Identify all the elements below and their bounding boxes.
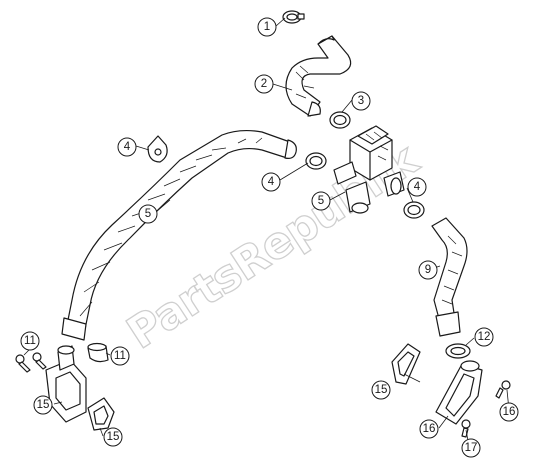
screw-right-b — [461, 419, 471, 438]
callout-12-label: 9 — [425, 264, 431, 276]
callout-17: 4 — [117, 137, 137, 157]
screw-left-a — [15, 354, 31, 373]
callout-11-right-label: 16 — [423, 423, 436, 435]
callout-15-left: 11 — [20, 331, 40, 351]
callout-15-right-label: 16 — [503, 406, 516, 418]
gasket-left — [87, 397, 115, 431]
callout-4-middle: 4 — [261, 172, 281, 192]
clip — [147, 135, 168, 163]
callout-5-right: 12 — [474, 327, 494, 347]
callout-3-label: 2 — [261, 78, 267, 90]
air-valve — [333, 125, 405, 214]
callout-9-label: 5 — [145, 208, 151, 220]
callout-4-right-label: 4 — [414, 181, 421, 193]
callout-11-left: 15 — [33, 395, 53, 415]
callout-17-label: 4 — [124, 141, 131, 153]
callout-1: 5 — [311, 191, 331, 211]
callout-16-right: 15 — [371, 380, 391, 400]
clamp-top — [282, 10, 305, 24]
callout-3: 2 — [254, 74, 274, 94]
clamp-upper — [329, 111, 351, 129]
callout-4-right: 4 — [407, 177, 427, 197]
callout-2-label: 1 — [264, 21, 270, 33]
callout-16-left-label: 15 — [107, 431, 120, 443]
callout-5-left-label: 11 — [114, 350, 126, 362]
screw-left-b — [32, 352, 47, 370]
screw-right-a — [495, 380, 511, 399]
hose-top — [285, 35, 352, 117]
flange-right — [435, 360, 483, 425]
callout-16-left: 15 — [103, 427, 123, 447]
sleeve-right — [445, 343, 471, 359]
callout-1-label: 5 — [318, 195, 324, 207]
callout-11-right: 16 — [419, 419, 439, 439]
callout-5-left: 11 — [110, 346, 130, 366]
callout-16-right-label: 15 — [375, 384, 388, 396]
hose-long — [61, 129, 297, 341]
sleeve-left — [87, 342, 109, 363]
callout-4-middle-label: 4 — [268, 176, 275, 188]
callout-15-bottom-label: 17 — [465, 442, 478, 454]
callout-12: 9 — [418, 260, 438, 280]
gasket-right — [391, 343, 421, 385]
hose-right — [431, 217, 468, 337]
callout-4-upper: 3 — [351, 91, 371, 111]
flange-left — [45, 345, 87, 423]
callout-15-left-label: 11 — [24, 335, 36, 347]
clamp-middle — [305, 152, 327, 170]
clamp-right — [403, 201, 425, 219]
callout-2: 1 — [257, 17, 277, 37]
callout-15-right: 16 — [499, 402, 519, 422]
callout-4-upper-label: 3 — [358, 95, 364, 107]
callout-5-right-label: 12 — [478, 331, 491, 343]
callout-9: 5 — [138, 204, 158, 224]
callout-11-left-label: 15 — [37, 399, 50, 411]
callout-15-bottom: 17 — [461, 438, 481, 458]
